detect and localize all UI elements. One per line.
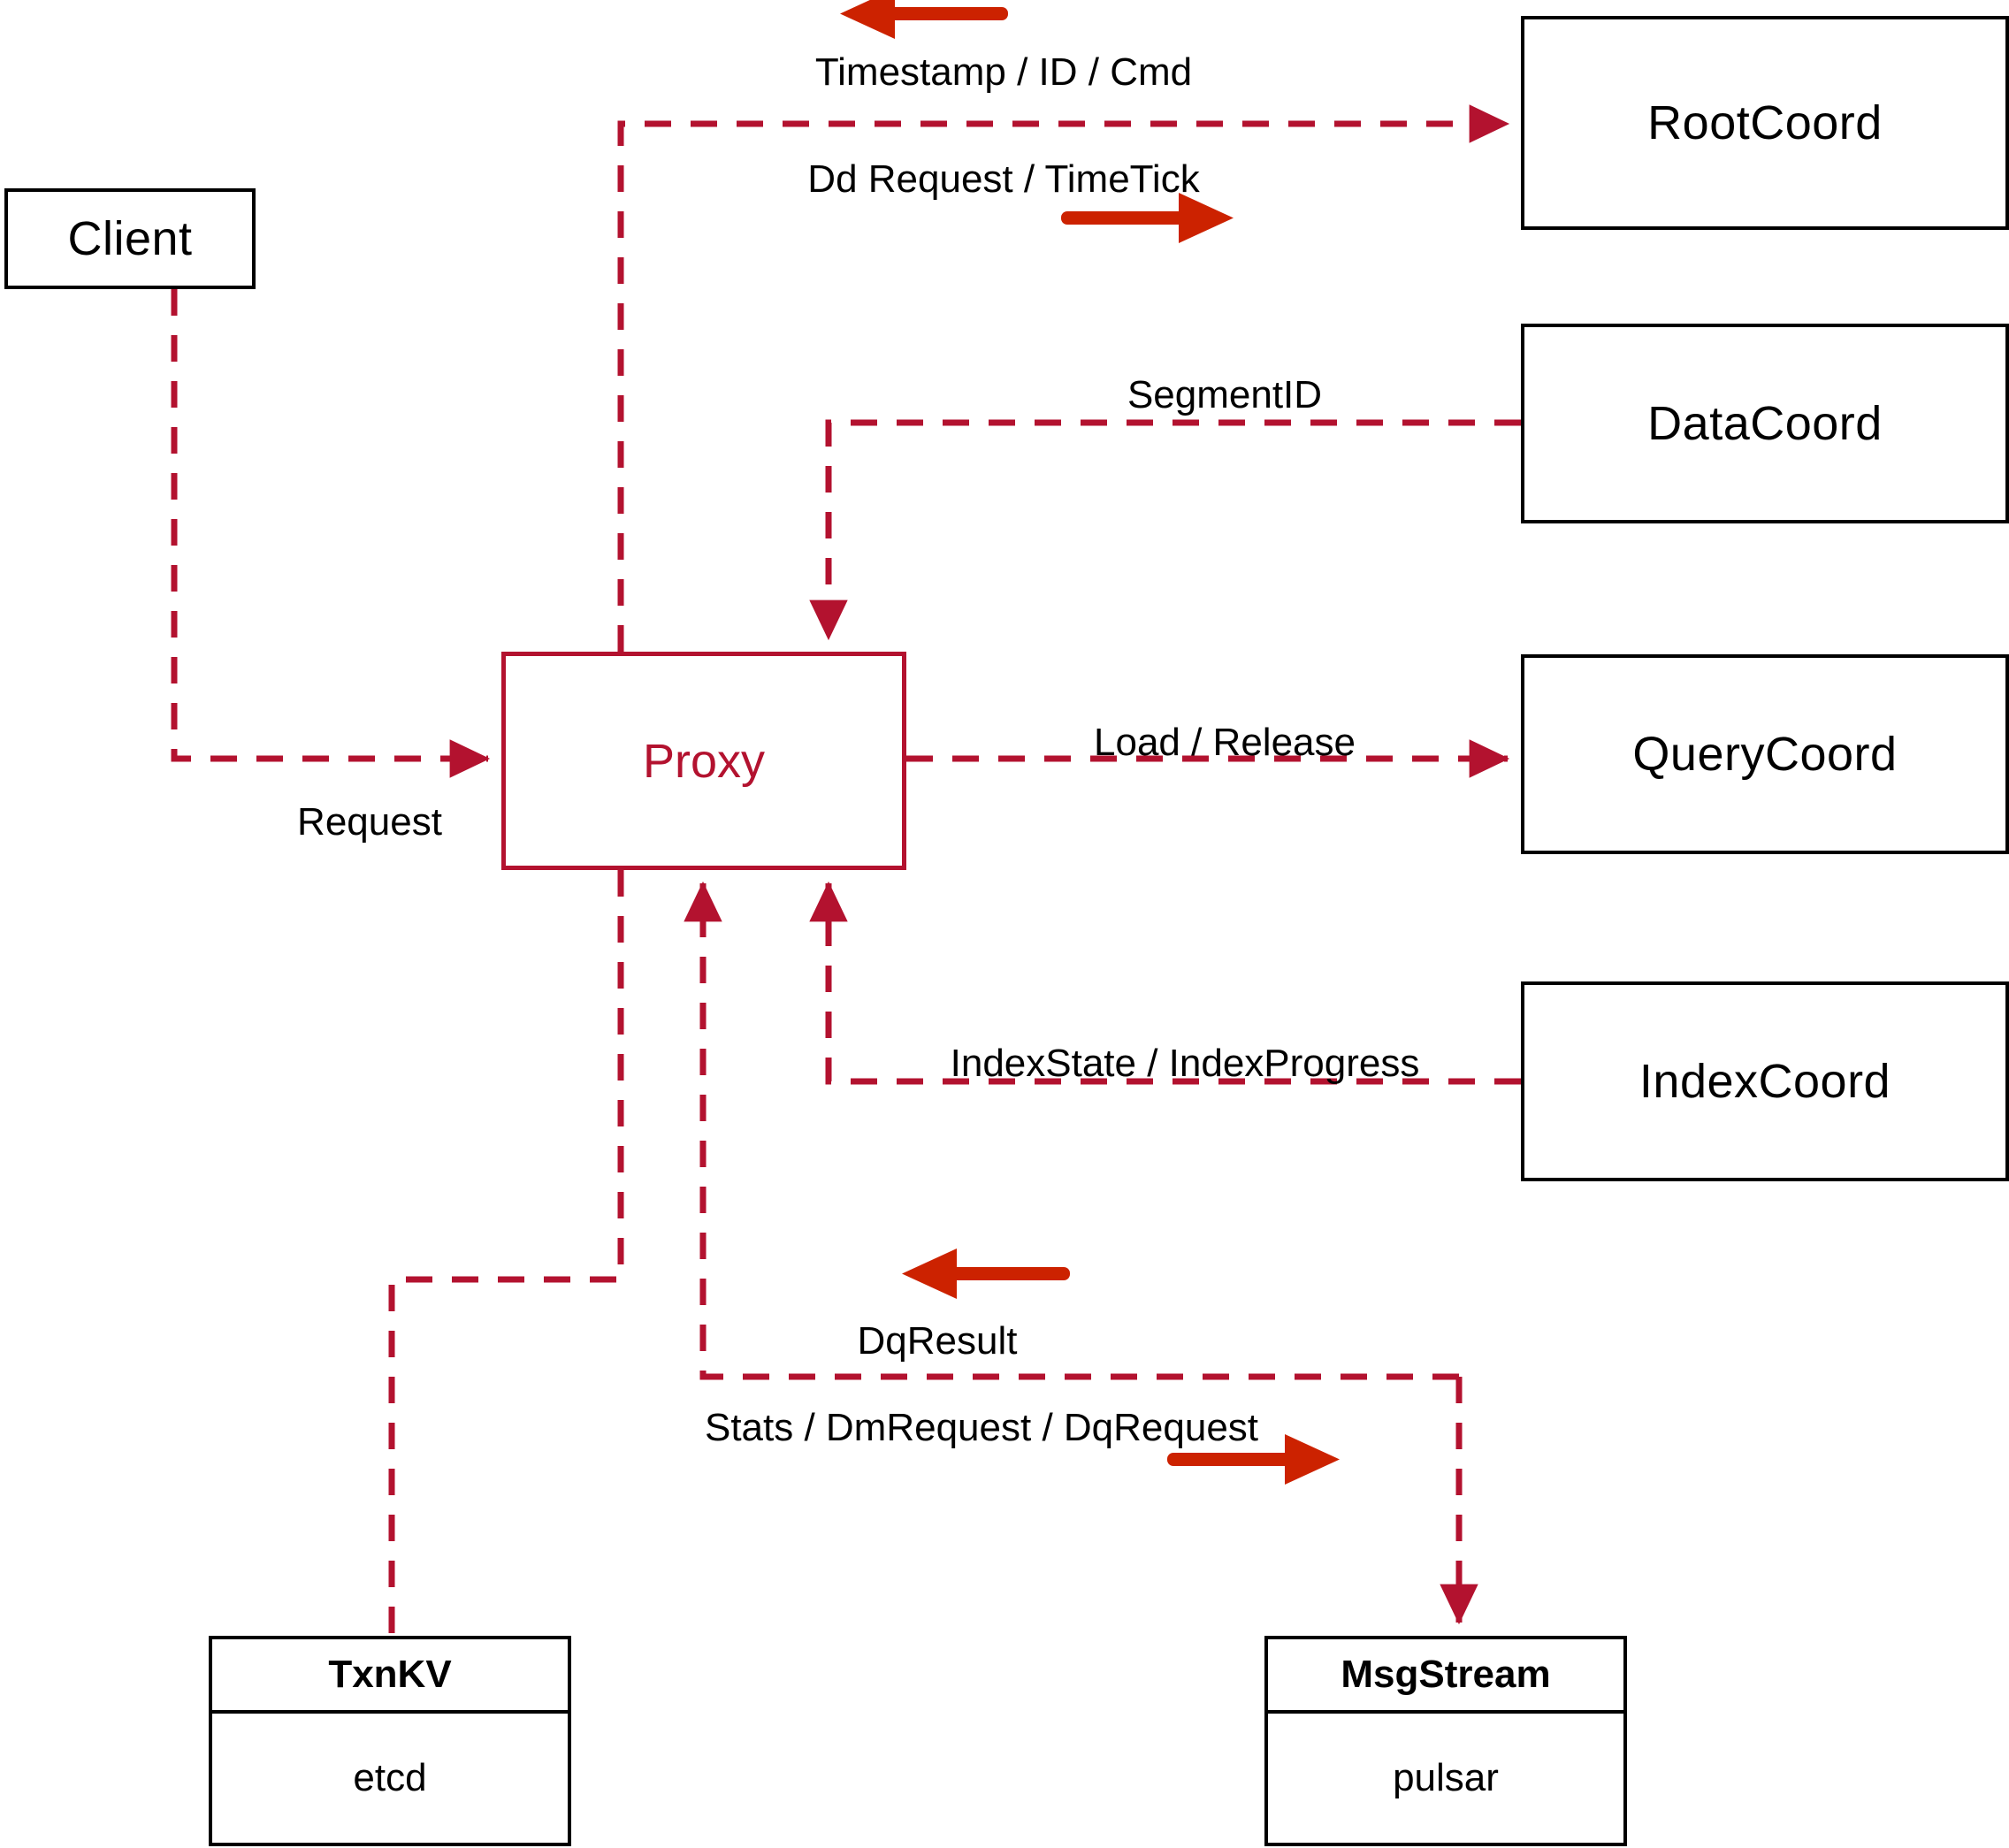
direction-arrow-group <box>840 0 1340 1485</box>
node-txnkv[interactable]: TxnKV etcd <box>209 1636 571 1846</box>
edge-label-segmentid: SegmentID <box>1127 373 1323 416</box>
node-rootcoord-label: RootCoord <box>1647 96 1883 149</box>
arrow-timestamp-left-icon <box>840 0 1008 39</box>
edge-label-indexstate-indexprogress: IndexState / IndexProgress <box>950 1042 1420 1085</box>
edge-datacoord-to-proxy <box>809 419 1521 641</box>
node-msgstream-body-label: pulsar <box>1393 1756 1499 1799</box>
arrow-dmrequest-right-icon <box>1167 1434 1340 1485</box>
node-txnkv-header-label: TxnKV <box>328 1653 452 1696</box>
node-indexcoord-label: IndexCoord <box>1639 1055 1891 1108</box>
node-txnkv-header: TxnKV <box>212 1639 568 1714</box>
node-client-label: Client <box>67 212 193 265</box>
edge-label-dd-request-timetick: Dd Request / TimeTick <box>807 157 1200 201</box>
node-indexcoord[interactable]: IndexCoord <box>1521 981 2009 1181</box>
edge-label-timestamp-id-cmd: Timestamp / ID / Cmd <box>814 50 1193 94</box>
node-msgstream[interactable]: MsgStream pulsar <box>1264 1636 1627 1846</box>
arrow-ddrequest-right-icon <box>1061 193 1234 243</box>
node-client[interactable]: Client <box>4 188 256 289</box>
edge-indexcoord-to-proxy <box>809 881 1521 1085</box>
edge-proxy-to-txnkv <box>388 870 624 1636</box>
edge-label-dqresult: DqResult <box>857 1319 1018 1363</box>
node-txnkv-body-label: etcd <box>353 1756 427 1799</box>
node-querycoord[interactable]: QueryCoord <box>1521 654 2009 854</box>
node-proxy-label: Proxy <box>642 734 766 788</box>
node-msgstream-body: pulsar <box>1268 1714 1623 1843</box>
edge-msgstream-to-proxy <box>684 881 1459 1380</box>
node-datacoord[interactable]: DataCoord <box>1521 324 2009 523</box>
edge-proxy-to-rootcoord <box>617 104 1510 652</box>
node-proxy[interactable]: Proxy <box>501 652 906 870</box>
edge-label-stats-dmrequest-dqrequest: Stats / DmRequest / DqRequest <box>704 1406 1259 1449</box>
edge-label-request: Request <box>297 800 442 844</box>
node-querycoord-label: QueryCoord <box>1632 728 1898 781</box>
node-rootcoord[interactable]: RootCoord <box>1521 16 2009 230</box>
arrow-dqresult-left-icon <box>902 1249 1070 1299</box>
node-msgstream-header-label: MsgStream <box>1341 1653 1551 1696</box>
edge-client-to-proxy <box>171 289 491 778</box>
node-datacoord-label: DataCoord <box>1647 397 1883 450</box>
node-txnkv-body: etcd <box>212 1714 568 1843</box>
edge-label-load-release: Load / Release <box>1094 721 1356 764</box>
node-msgstream-header: MsgStream <box>1268 1639 1623 1714</box>
